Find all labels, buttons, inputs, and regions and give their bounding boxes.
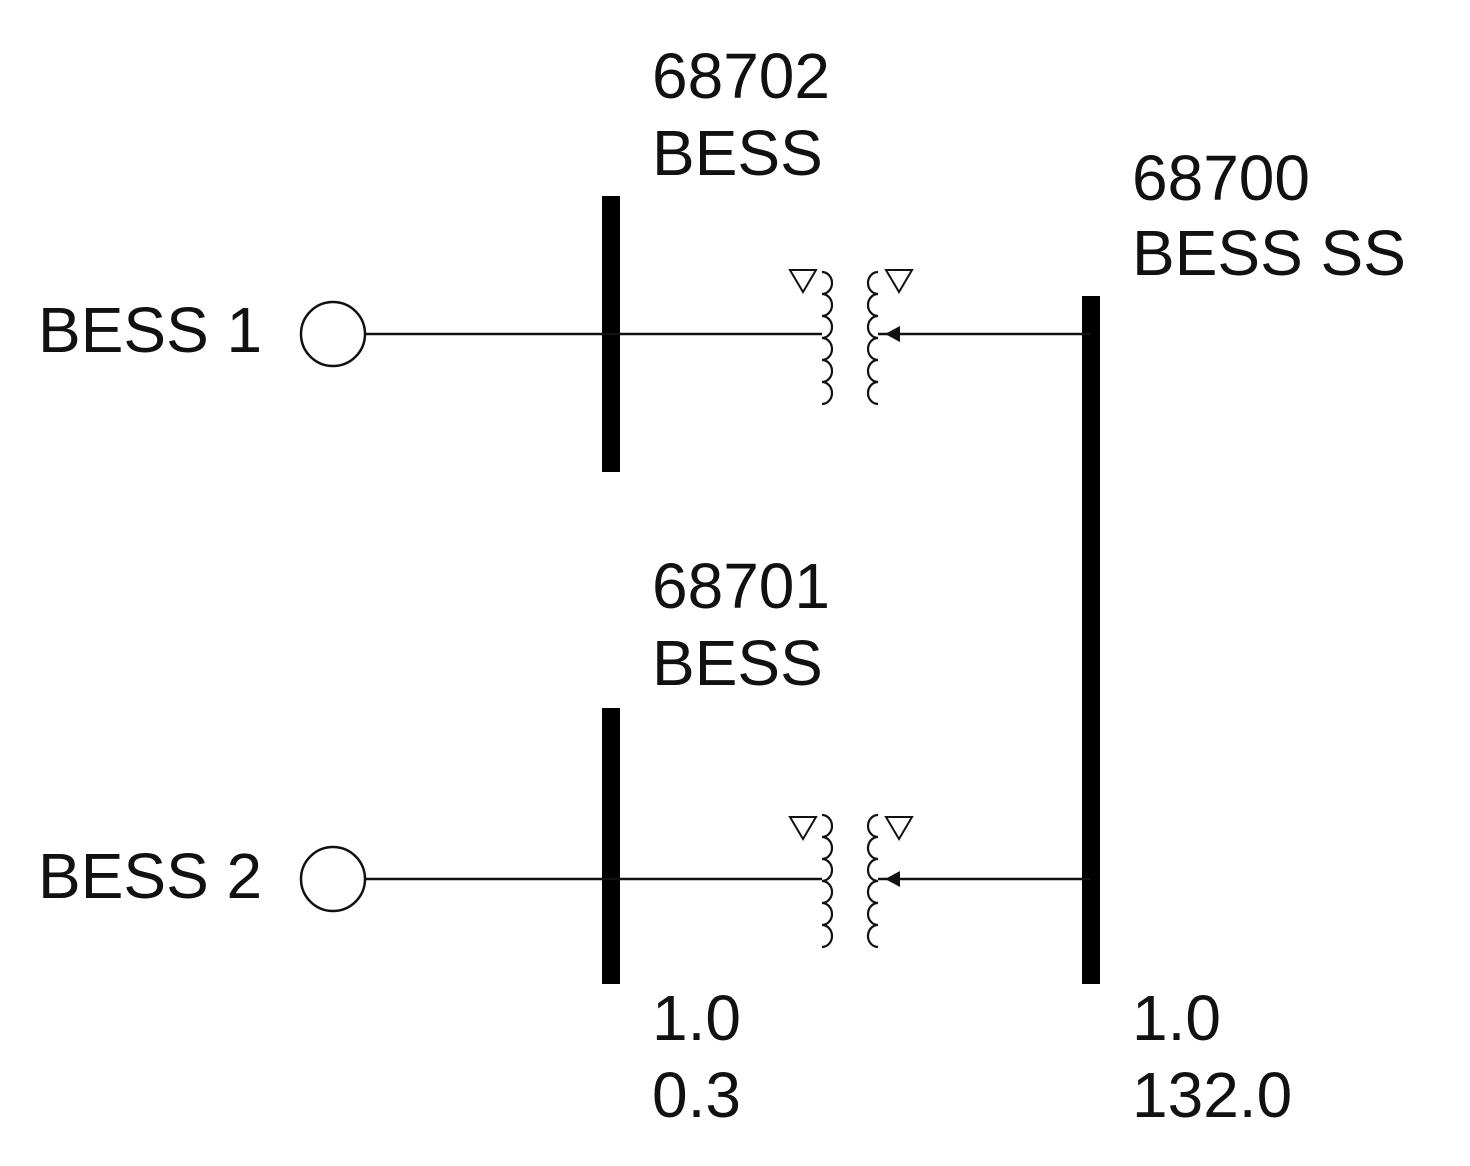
delta-winding-icon [788, 269, 818, 294]
bus-68700-voltage-pu: 1.0 [1132, 982, 1221, 1054]
delta-winding-icon [884, 816, 914, 841]
tap-arrow-icon [885, 871, 900, 887]
generator-symbol-icon [299, 845, 367, 913]
bus-68701-voltage-kv: 0.3 [652, 1059, 741, 1131]
delta-winding-icon [788, 816, 818, 841]
bus-68700-name: BESS SS [1132, 217, 1406, 289]
generator-bess-1[interactable]: BESS 1 [38, 294, 611, 368]
tap-arrow-icon [885, 326, 900, 342]
bus-68701-label: 68701 BESS [652, 550, 830, 699]
bus-68702-number: 68702 [652, 40, 830, 112]
transformer-1[interactable] [611, 269, 1091, 406]
bus-68702-label: 68702 BESS [652, 40, 830, 189]
generator-bess-1-label: BESS 1 [38, 294, 262, 366]
delta-winding-icon [884, 269, 914, 294]
bus-68700-voltage-kv: 132.0 [1132, 1059, 1292, 1131]
bus-68701-voltage-pu: 1.0 [652, 982, 741, 1054]
bus-68701-name: BESS [652, 627, 823, 699]
bus-68700-voltage: 1.0 132.0 [1132, 982, 1292, 1131]
bus-68702-name: BESS [652, 117, 823, 189]
secondary-winding-icon [866, 270, 879, 406]
primary-winding-icon [821, 813, 834, 949]
generator-bess-2[interactable]: BESS 2 [38, 840, 611, 913]
primary-winding-icon [821, 270, 834, 406]
bus-68700-label: 68700 BESS SS [1132, 142, 1406, 289]
generator-symbol-icon [299, 300, 367, 368]
bus-68701-voltage: 1.0 0.3 [652, 982, 741, 1131]
generator-bess-2-label: BESS 2 [38, 840, 262, 912]
bus-68700-number: 68700 [1132, 142, 1310, 214]
bus-68701-number: 68701 [652, 550, 830, 622]
secondary-winding-icon [866, 813, 879, 949]
transformer-2[interactable] [611, 813, 1091, 949]
